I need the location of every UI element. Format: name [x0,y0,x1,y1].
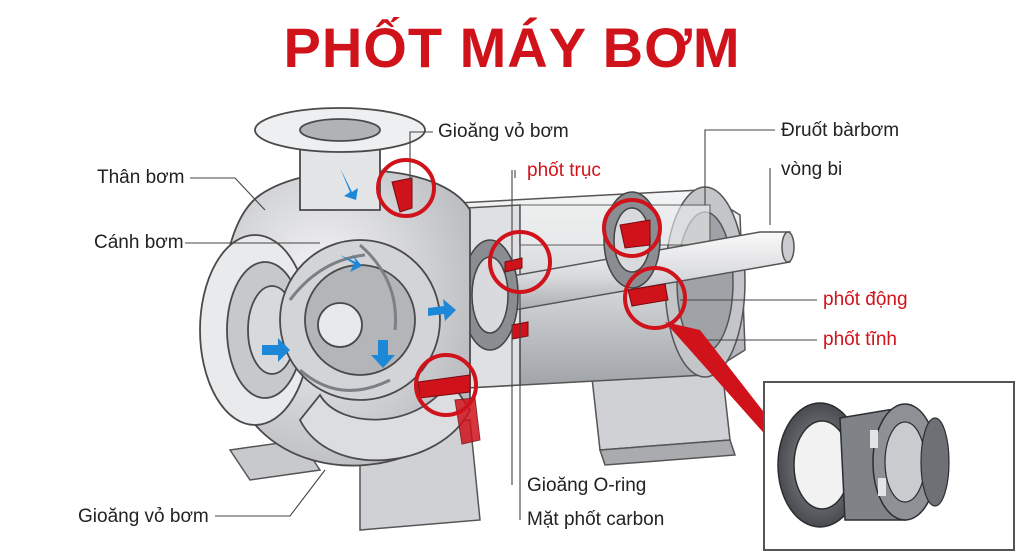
label-phot-dong: phốt động [823,289,908,310]
label-gioang-vo-bom-top: Gioăng vỏ bơm [438,121,569,142]
highlight-circle-icon [376,158,436,218]
label-mat-phot-carbon: Mặt phốt carbon [527,509,665,530]
leader-lines [185,129,817,520]
callout-wedge [665,322,770,440]
highlight-circle-icon [623,266,687,330]
label-gioang-oring: Gioăng O-ring [527,475,647,496]
label-gioang-vo-bom-bottom: Gioăng vỏ bơm [78,506,209,527]
flow-arrow-icon [340,168,358,200]
highlight-circle-icon [414,353,478,417]
label-canh-bom: Cánh bơm [94,232,184,253]
label-phot-tinh: phốt tĩnh [823,329,897,350]
highlight-circles [376,158,687,417]
label-phot-truc: phốt trục [527,160,601,181]
flow-arrow-icon [262,338,290,362]
page-title: PHỐT MÁY BƠM [283,16,741,79]
seal-inset [763,381,1015,551]
flow-arrow-icon [340,254,362,272]
label-vong-bi: vòng bi [781,159,843,180]
volute-casing [199,107,472,467]
highlight-circle-icon [602,198,662,258]
label-than-bom: Thân bơm [97,167,185,188]
highlight-circle-icon [488,230,552,294]
label-druot-bar-bom: Đruốt bàrbơm [781,120,900,141]
flow-arrow-icon [428,299,456,321]
flow-arrow-icon [371,340,395,368]
flow-arrows [262,168,456,368]
